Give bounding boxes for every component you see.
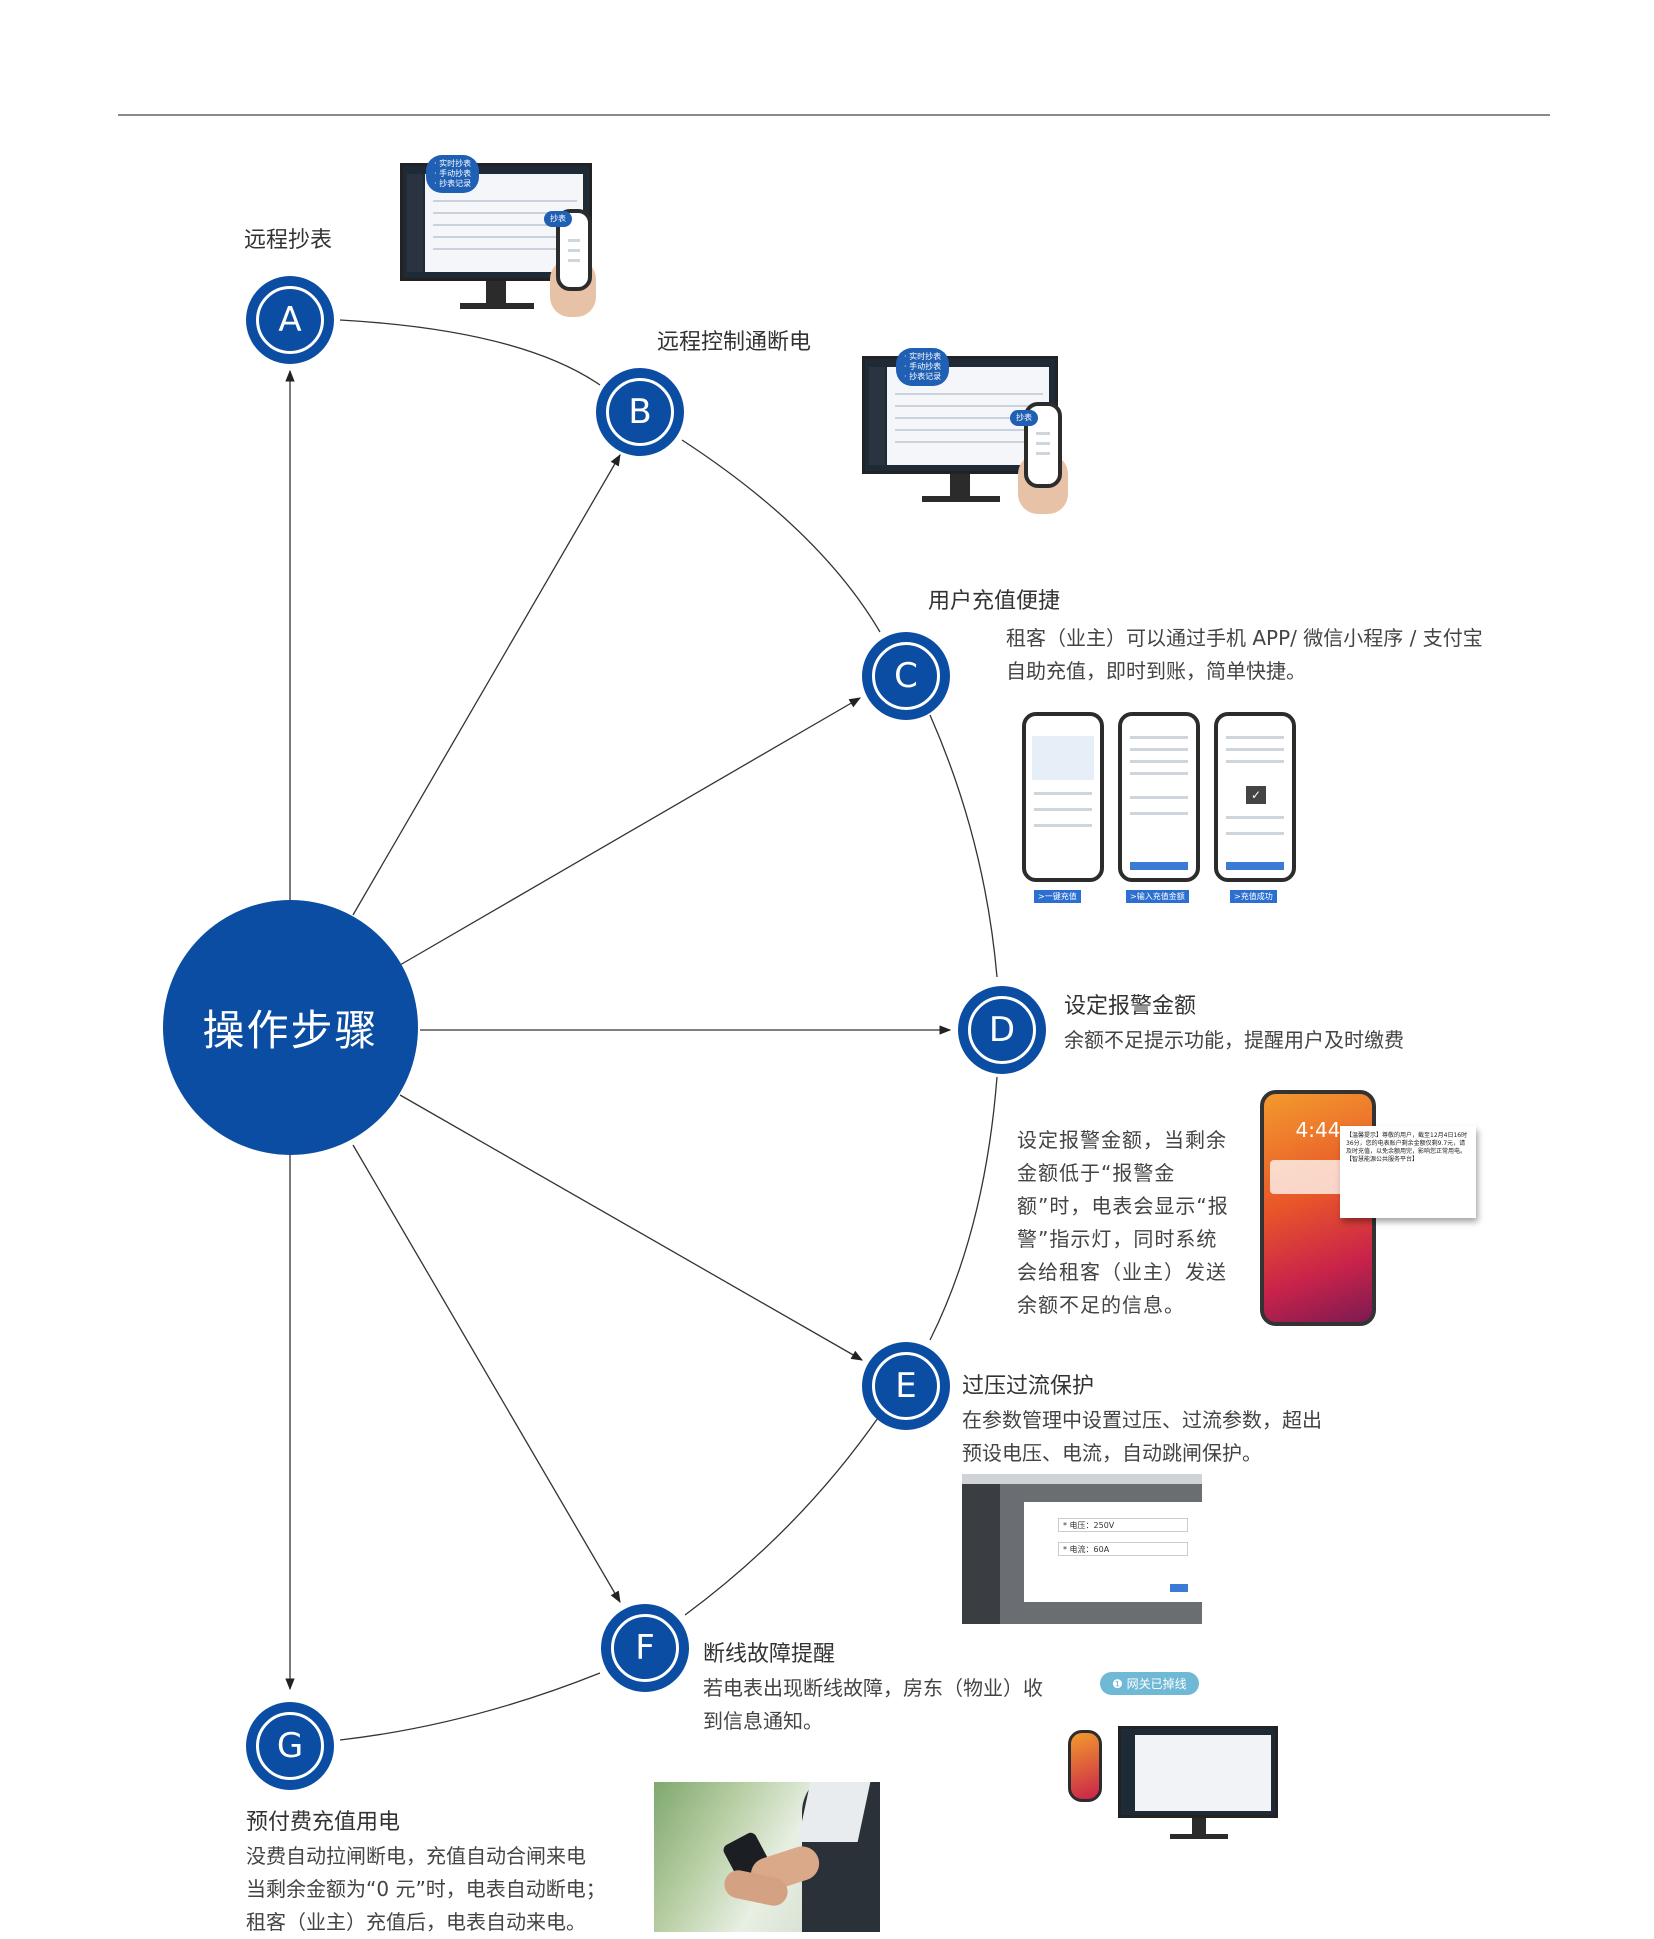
node-c: C xyxy=(862,632,950,720)
image-g-photo xyxy=(654,1782,880,1932)
node-b-letter: B xyxy=(628,392,652,432)
desc-g-line-3: 租客（业主）充值后，电表自动来电。 xyxy=(246,1910,586,1934)
image-b-bubble: · 实时抄表 · 手动抄表 · 抄表记录 xyxy=(896,348,950,386)
title-d: 设定报警金额 xyxy=(1064,994,1197,1019)
image-b-phone-tag: 抄表 xyxy=(1010,410,1038,426)
node-a-letter: A xyxy=(278,300,302,340)
node-f: F xyxy=(601,1604,689,1692)
node-e: E xyxy=(862,1342,950,1430)
center-hub: 操作步骤 xyxy=(163,900,418,1155)
node-a: A xyxy=(246,276,334,364)
top-rule xyxy=(118,114,1550,116)
spoke-e xyxy=(399,1094,864,1361)
arc-e-f xyxy=(684,1414,881,1616)
arc-b-c xyxy=(681,439,881,633)
node-e-letter: E xyxy=(895,1366,917,1406)
image-d-phone: 4:44 【温馨提示】尊敬的用户，截至12月4日16时36分，您的电表账户剩余金… xyxy=(1258,1090,1488,1330)
node-f-letter: F xyxy=(635,1628,655,1668)
title-f: 断线故障提醒 xyxy=(703,1642,836,1667)
spoke-b xyxy=(352,453,621,916)
image-f-monitor: ❶ 网关已掉线 xyxy=(1060,1672,1290,1852)
desc-d: 余额不足提示功能，提醒用户及时缴费 xyxy=(1064,1028,1404,1052)
node-g-letter: G xyxy=(276,1726,304,1766)
image-c-phones: ✓ >一键充值 >输入充值金额 >充值成功 xyxy=(1018,710,1308,910)
image-c-step-2: >输入充值金额 xyxy=(1126,890,1189,903)
arc-c-d xyxy=(929,714,998,978)
desc-g-line-2: 当剩余金额为“0 元”时，电表自动断电； xyxy=(246,1877,606,1901)
image-a-bubble: · 实时抄表 · 手动抄表 · 抄表记录 xyxy=(426,155,480,193)
arc-a-b xyxy=(339,319,601,386)
node-b: B xyxy=(596,368,684,456)
title-e: 过压过流保护 xyxy=(962,1374,1095,1399)
desc-f: 若电表出现断线故障，房东（物业）收到信息通知。 xyxy=(703,1676,1043,1733)
node-c-letter: C xyxy=(894,656,918,696)
image-f-alert: ❶ 网关已掉线 xyxy=(1100,1672,1199,1695)
image-d-notice: 【温馨提示】尊敬的用户，截至12月4日16时36分，您的电表账户剩余金额仅剩9.… xyxy=(1340,1126,1476,1218)
warning-icon: ❶ xyxy=(1112,1677,1127,1691)
image-c-step-3: >充值成功 xyxy=(1230,890,1277,903)
desc-d-detail: 设定报警金额，当剩余金额低于“报警金额”时，电表会显示“报警”指示灯，同时系统会… xyxy=(1017,1128,1229,1317)
title-c: 用户充值便捷 xyxy=(928,589,1061,614)
desc-c: 租客（业主）可以通过手机 APP/ 微信小程序 / 支付宝自助充值，即时到账，简… xyxy=(1006,626,1483,683)
image-e-field-1: * 电压：250V xyxy=(1058,1518,1188,1532)
image-a-monitor: · 实时抄表 · 手动抄表 · 抄表记录 抄表 xyxy=(400,155,600,323)
spoke-c xyxy=(399,697,862,966)
title-a: 远程抄表 xyxy=(244,228,333,253)
desc-g-line-1: 没费自动拉闸断电，充值自动合闸来电 xyxy=(246,1844,586,1868)
image-d-time: 4:44 xyxy=(1295,1118,1341,1142)
desc-g: 没费自动拉闸断电，充值自动合闸来电 当剩余金额为“0 元”时，电表自动断电； 租… xyxy=(246,1840,646,1939)
arc-f-g xyxy=(339,1672,601,1741)
desc-e: 在参数管理中设置过压、过流参数，超出预设电压、电流，自动跳闸保护。 xyxy=(962,1408,1322,1465)
image-f-alert-text: 网关已掉线 xyxy=(1126,1677,1187,1691)
arc-d-e xyxy=(929,1076,998,1341)
image-a-phone-tag: 抄表 xyxy=(544,211,572,227)
title-g: 预付费充值用电 xyxy=(246,1810,401,1835)
image-e-dialog: * 电压：250V * 电流：60A xyxy=(962,1474,1202,1624)
node-d: D xyxy=(958,986,1046,1074)
image-c-step-1: >一键充值 xyxy=(1034,890,1081,903)
image-e-field-2: * 电流：60A xyxy=(1058,1542,1188,1556)
node-g: G xyxy=(246,1702,334,1790)
image-b-monitor: · 实时抄表 · 手动抄表 · 抄表记录 抄表 xyxy=(862,348,1072,520)
center-label: 操作步骤 xyxy=(202,1006,379,1055)
node-d-letter: D xyxy=(988,1010,1016,1050)
title-b: 远程控制通断电 xyxy=(657,330,812,355)
spoke-f xyxy=(352,1144,621,1604)
